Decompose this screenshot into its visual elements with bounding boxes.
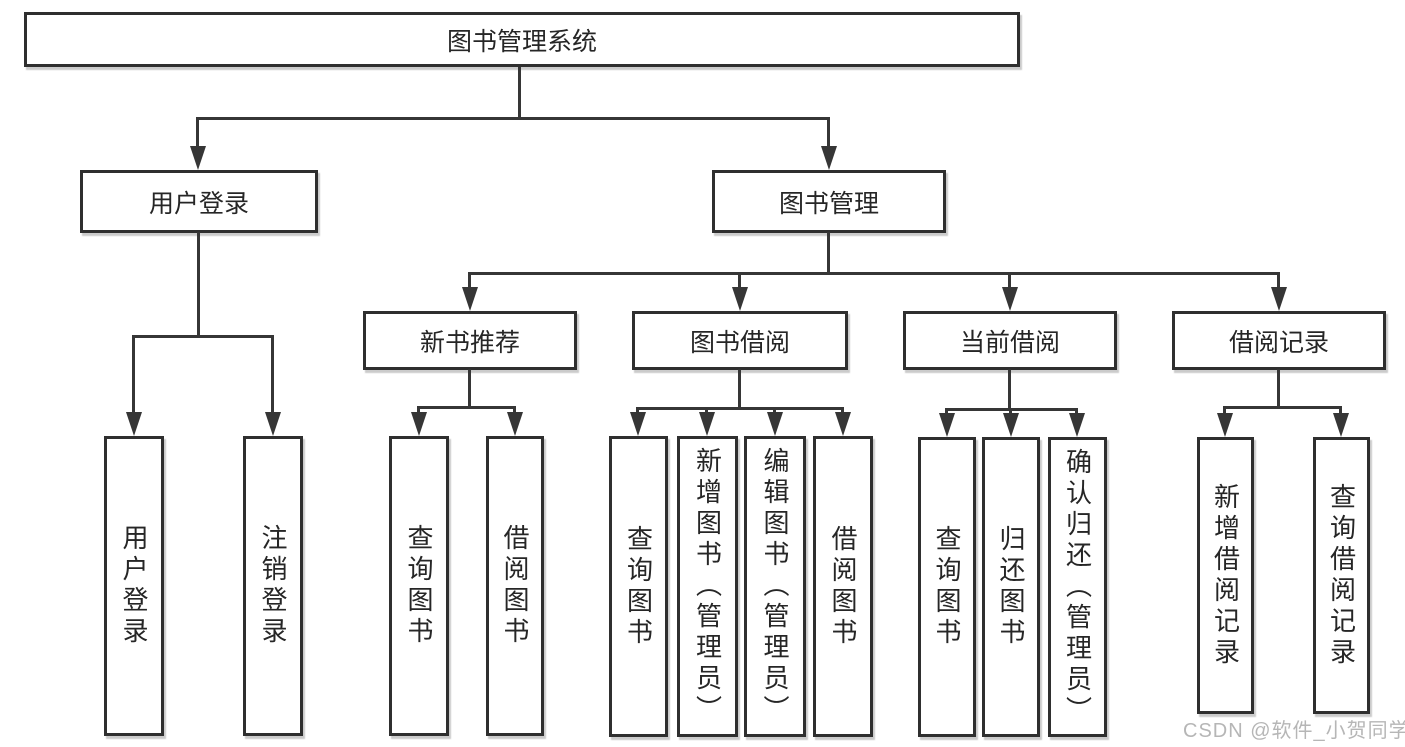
arrow-down-icon <box>1069 413 1085 437</box>
connector-drop-leaf <box>773 407 776 416</box>
arrow-down-icon <box>1217 413 1233 437</box>
leaf-br-add-record: 新增借阅记录 <box>1197 437 1254 714</box>
connector-root-stem <box>518 67 521 120</box>
node-book-management: 图书管理 <box>712 170 946 233</box>
connector-drop-section <box>1277 272 1280 290</box>
connector-drop-section <box>1008 272 1011 290</box>
leaf-cb-return-books: 归还图书 <box>982 437 1040 737</box>
arrow-down-icon <box>835 412 851 436</box>
connector-drop-leaf <box>841 407 844 416</box>
connector-br-branch <box>1225 406 1342 409</box>
connector-bm-branch <box>470 272 1280 275</box>
arrow-down-icon <box>190 146 206 170</box>
connector-drop-section <box>738 272 741 290</box>
leaf-cb-query-books: 查询图书 <box>918 437 976 737</box>
connector-drop-section <box>468 272 471 290</box>
connector-drop-user-login <box>196 117 199 150</box>
connector-drop-leaf <box>417 406 420 415</box>
connector-bb-stem <box>738 369 741 410</box>
arrow-down-icon <box>767 412 783 436</box>
arrow-down-icon <box>1002 287 1018 311</box>
arrow-down-icon <box>1003 413 1019 437</box>
connector-bb-branch <box>638 407 844 410</box>
leaf-bb-query-books: 查询图书 <box>609 436 668 737</box>
connector-br-stem <box>1277 369 1280 409</box>
arrow-down-icon <box>411 412 427 436</box>
connector-bm-stem <box>827 232 830 275</box>
connector-drop-leaf <box>945 408 948 417</box>
arrow-down-icon <box>462 287 478 311</box>
arrow-down-icon <box>1333 413 1349 437</box>
csdn-watermark: CSDN @软件_小贺同学 <box>1183 720 1405 742</box>
leaf-nbr-query-books: 查询图书 <box>389 436 449 736</box>
node-borrowing-records: 借阅记录 <box>1172 311 1386 370</box>
connector-drop-leaf <box>1223 406 1226 416</box>
arrow-down-icon <box>732 287 748 311</box>
connector-login-stem <box>197 232 200 338</box>
leaf-cb-confirm-return-admin: 确认归还（管理员） <box>1048 437 1107 737</box>
connector-drop-leaf <box>271 335 274 415</box>
node-book-borrowing: 图书借阅 <box>632 311 848 370</box>
node-new-book-recommend: 新书推荐 <box>363 311 577 370</box>
leaf-nbr-borrow-books: 借阅图书 <box>486 436 544 736</box>
arrow-down-icon <box>126 412 142 436</box>
arrow-down-icon <box>630 412 646 436</box>
connector-drop-leaf <box>1339 406 1342 416</box>
leaf-bb-edit-books-admin: 编辑图书（管理员） <box>744 436 806 737</box>
connector-drop-leaf <box>513 406 516 415</box>
node-current-borrowing: 当前借阅 <box>903 311 1117 370</box>
connector-cb-stem <box>1008 369 1011 411</box>
connector-login-branch <box>133 335 274 338</box>
leaf-user-login: 用户登录 <box>104 436 164 736</box>
leaf-bb-borrow-books: 借阅图书 <box>813 436 873 737</box>
arrow-down-icon <box>821 146 837 170</box>
leaf-bb-add-books-admin: 新增图书（管理员） <box>677 436 738 737</box>
node-root: 图书管理系统 <box>24 12 1020 67</box>
arrow-down-icon <box>1271 287 1287 311</box>
connector-drop-leaf <box>705 407 708 416</box>
connector-nbr-branch <box>419 406 516 409</box>
leaf-br-query-record: 查询借阅记录 <box>1313 437 1370 714</box>
connector-cb-branch <box>947 408 1078 411</box>
leaf-logout: 注销登录 <box>243 436 303 736</box>
connector-drop-leaf <box>636 407 639 416</box>
connector-drop-leaf <box>1009 408 1012 417</box>
connector-drop-book-mgmt <box>827 117 830 150</box>
connector-nbr-stem <box>468 369 471 409</box>
arrow-down-icon <box>265 412 281 436</box>
connector-root-branch <box>197 117 830 120</box>
arrow-down-icon <box>939 413 955 437</box>
node-user-login-group: 用户登录 <box>80 170 318 233</box>
arrow-down-icon <box>699 412 715 436</box>
arrow-down-icon <box>507 412 523 436</box>
connector-drop-leaf <box>1075 408 1078 417</box>
connector-drop-leaf <box>132 335 135 415</box>
